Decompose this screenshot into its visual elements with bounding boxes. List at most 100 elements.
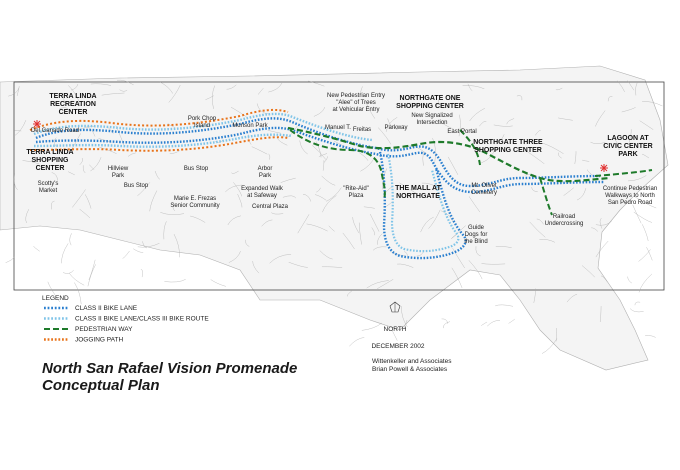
place-label-line: PARK [618,151,637,158]
place-label-line: LAGOON AT [607,135,649,142]
street-labels: Del Ganado Road Manuel T. Freitas Parkwa… [31,125,408,134]
legend-item-label: JOGGING PATH [75,337,123,344]
place-label-line: Plaza [348,193,364,199]
place-label-bus-stop-east: Bus Stop [184,166,209,172]
place-label-line: Park [112,173,125,179]
legend-item-label: CLASS II BIKE LANE [75,305,138,312]
place-label-line: "Alee" of Trees [336,100,376,106]
bike-route-class3-south [33,133,293,148]
place-label-line: Walkways to North [605,193,655,199]
legend-item-label: CLASS II BIKE LANE/CLASS III BIKE ROUTE [75,316,209,323]
place-label-line: the Blind [464,239,487,245]
jogging-path [29,108,289,131]
place-label-line: THE MALL AT [395,185,441,192]
place-label-rite-aid-plaza: "Rite-Aid"Plaza [343,186,369,199]
place-label-line: SHOPPING CENTER [396,103,464,110]
place-label-line: Island [194,123,210,129]
place-label-line: Undercrossing [545,221,584,227]
place-label-line: Intersection [416,120,447,126]
place-label-line: Park [259,173,272,179]
place-label-bus-stop-west: Bus Stop [124,183,149,189]
pedestrian-way-main [287,126,611,183]
routes [29,108,653,260]
place-label-line: New Signalized [411,113,452,119]
place-label-line: Pork Chop [188,116,217,122]
map-footprint [0,65,669,371]
star-marker-west [33,120,41,128]
place-label-line: Bus Stop [184,166,209,172]
place-label-line: New Pedestrian Entry [327,93,385,99]
street-label-manuel-t: Manuel T. [325,125,351,131]
place-label-line: Market [39,188,58,194]
place-label-line: Dogs for [465,232,488,238]
date-label: DECEMBER 2002 [371,343,424,350]
place-label-line: TERRA LINDA [49,93,96,100]
credits: Wittenkeller and Associates Brian Powell… [372,358,452,373]
legend-items: CLASS II BIKE LANE CLASS II BIKE LANE/CLA… [44,305,209,344]
street-label-freitas: Freitas [353,127,371,133]
place-label-line: NORTHGATE THREE [473,139,543,146]
place-label-line: Munson Park [232,123,268,129]
place-label-line: NORTHGATE [396,193,440,200]
credit-line-2: Brian Powell & Associates [372,366,448,373]
place-label-line: CENTER [36,165,65,172]
place-label-line: Central Plaza [252,204,289,210]
place-label-line: RECREATION [50,101,96,108]
map-title: North San Rafael Vision Promenade Concep… [42,360,297,394]
title-line-1: North San Rafael Vision Promenade [42,360,297,377]
base-map [0,65,669,371]
place-label-line: Cemetery [471,190,497,196]
markers [33,120,608,172]
place-label-line: East Portal [447,129,476,135]
pedestrian-way-rail [539,177,553,216]
star-marker-east [600,164,608,172]
jogging-path-south [29,136,289,152]
place-label-line: Hillview [108,166,129,172]
place-label-line: NORTHGATE ONE [400,95,461,102]
place-label-line: Railroad [553,214,575,220]
place-label-line: Bus Stop [124,183,149,189]
pedestrian-way-north [459,129,481,166]
credit-line-1: Wittenkeller and Associates [372,358,452,365]
north-arrow: NORTH [384,301,407,333]
place-label-line: at Vehicular Entry [332,107,379,113]
place-label-line: TERRA LINDA [26,149,73,156]
place-label-line: Marie E. Frezas [174,196,216,202]
street-texture [5,79,663,354]
place-label-central-plaza: Central Plaza [252,204,289,210]
place-label-line: Expanded Walk [241,186,284,192]
place-label-east-portal: East Portal [447,129,476,135]
pedestrian-way-branch [289,129,386,201]
study-area-frame [13,81,665,291]
legend-title: LEGEND [42,295,69,302]
place-label-line: SHOPPING CENTER [474,147,542,154]
place-label-line: Arbor [258,166,273,172]
place-label-line: Mt. Olivet [471,183,497,189]
pedestrian-way-east [594,169,653,177]
place-label-line: San Pedro Road [608,200,652,206]
place-label-munson-park: Munson Park [232,123,268,129]
place-label-line: SHOPPING [32,157,70,164]
street-label-parkway: Parkway [384,125,407,131]
place-label-line: Guide [468,225,485,231]
legend-item-label: PEDESTRIAN WAY [75,326,133,333]
